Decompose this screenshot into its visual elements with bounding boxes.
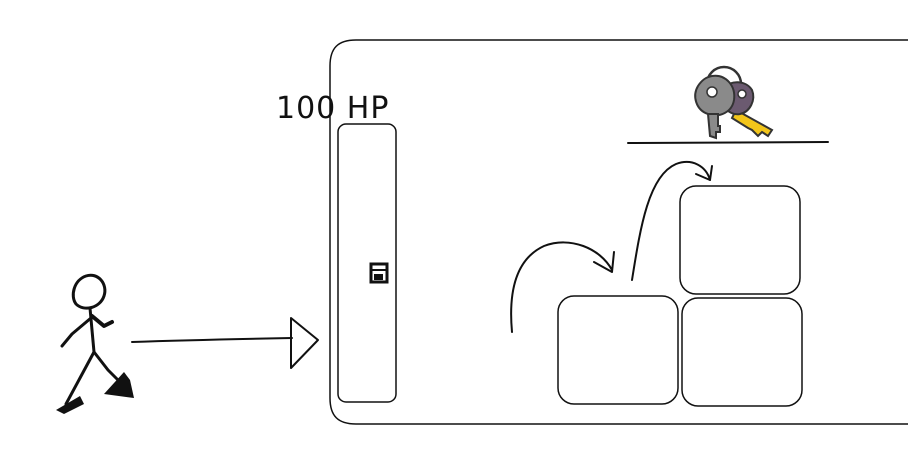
box-upper: [679, 185, 801, 295]
box-lower-left: [557, 295, 679, 405]
door-lock-icon: [369, 262, 389, 284]
entry-arrow: [131, 317, 319, 369]
key-ring-icon: [694, 65, 774, 140]
jump-arrow-1: [510, 241, 615, 333]
box-lower-right: [681, 297, 803, 407]
level-frame: [329, 39, 908, 425]
hp-label: 100 HP: [276, 91, 389, 126]
jump-arrow-2: [631, 161, 713, 281]
key-shelf: [627, 141, 829, 144]
stick-figure-icon: [56, 273, 134, 414]
hp-bar: [337, 123, 397, 403]
